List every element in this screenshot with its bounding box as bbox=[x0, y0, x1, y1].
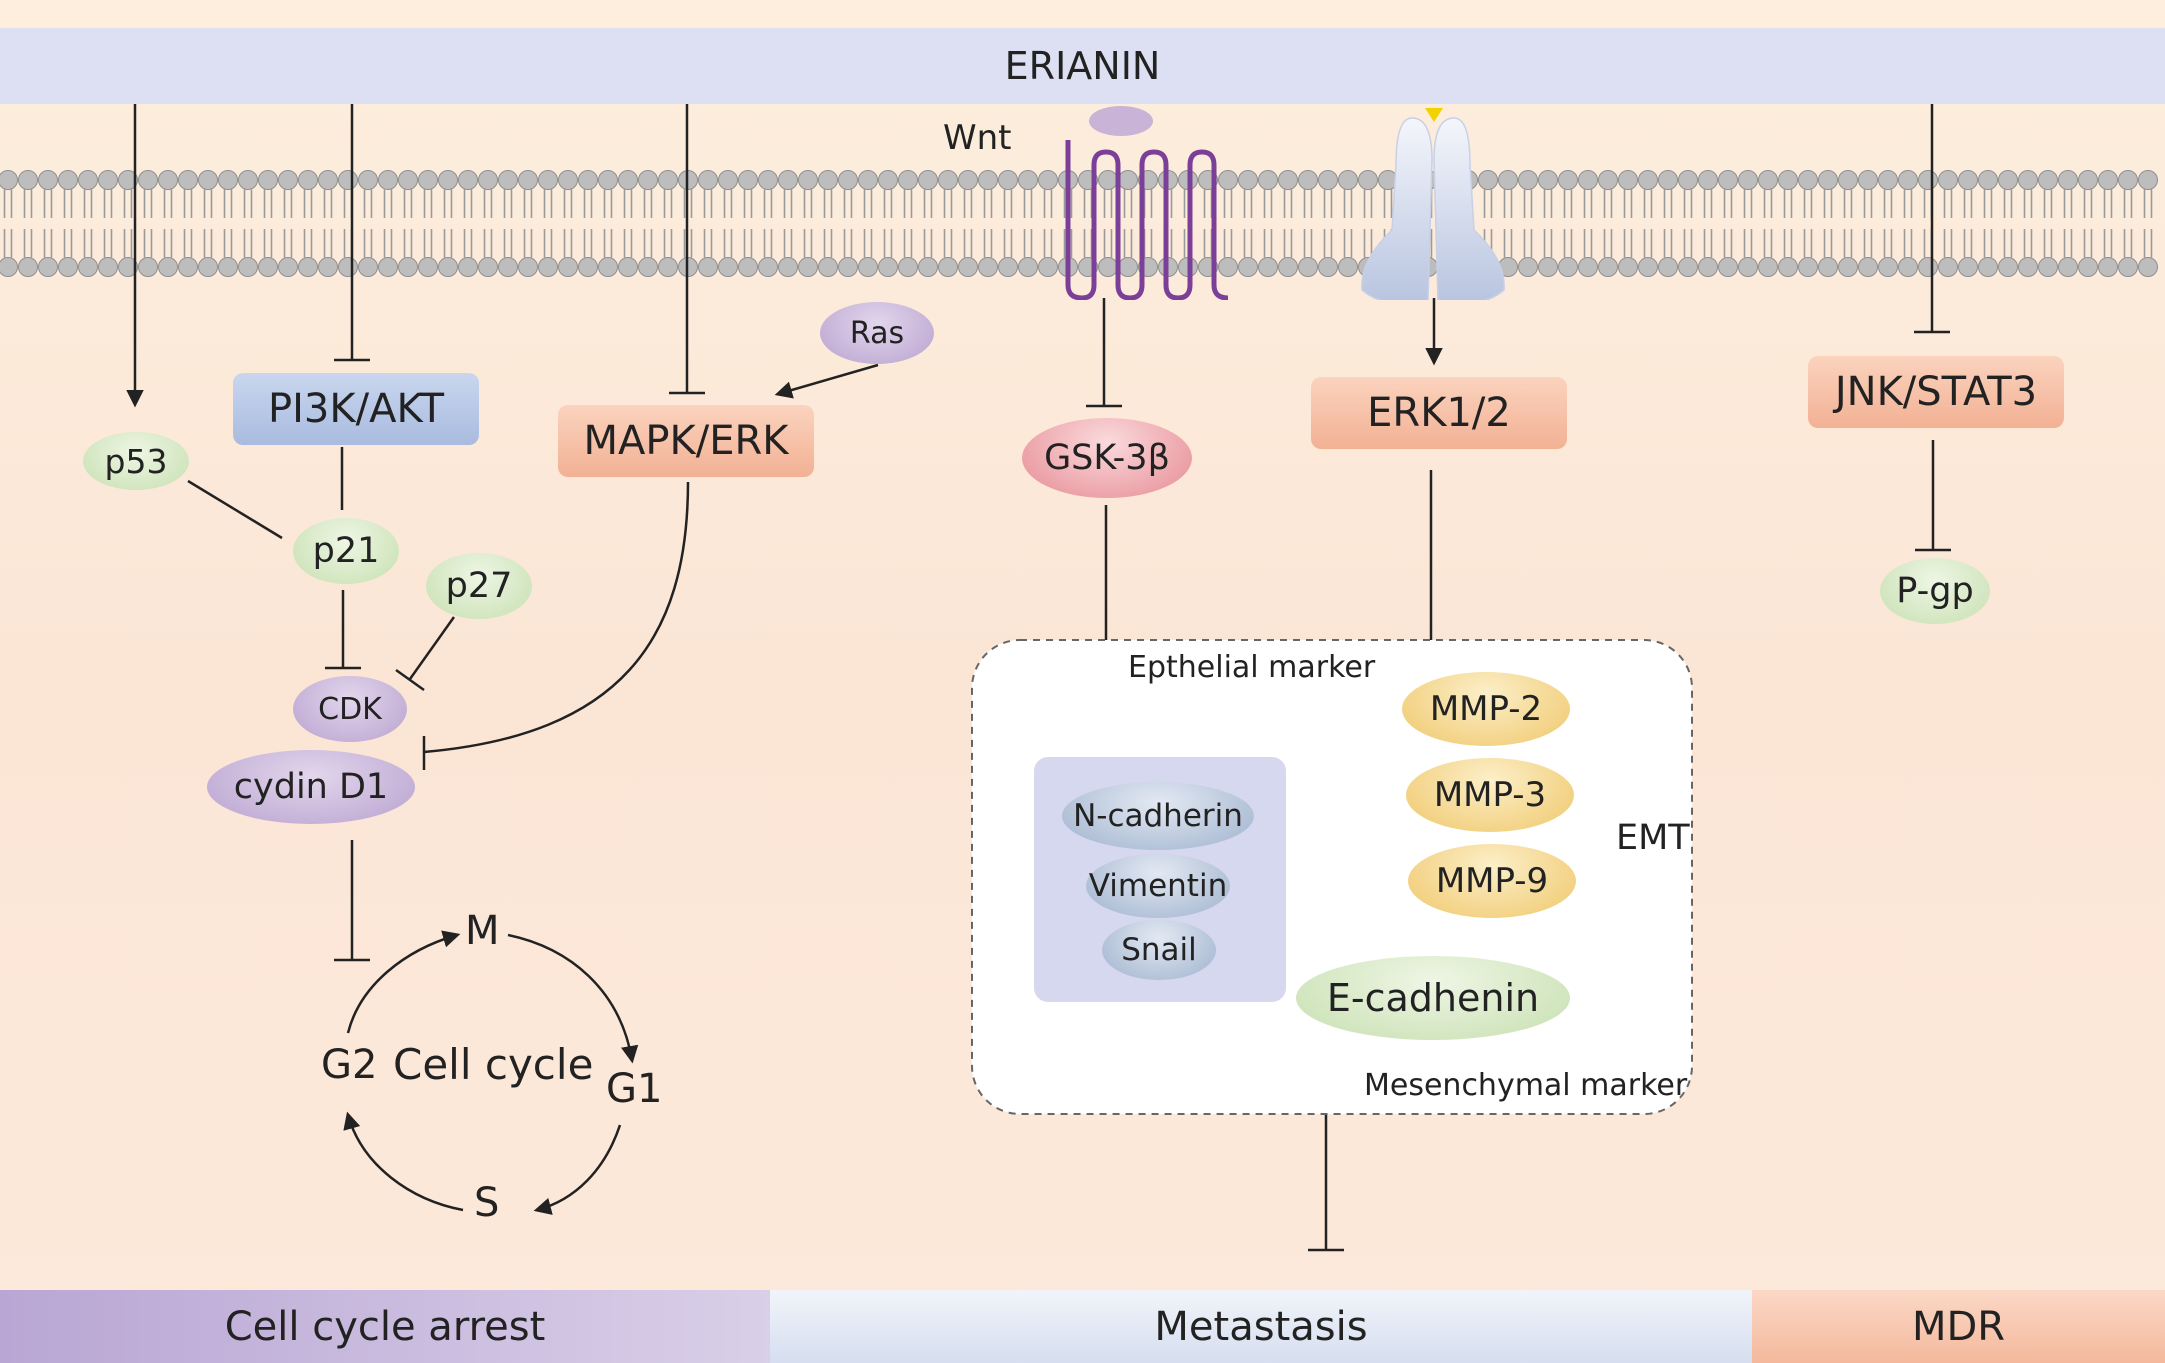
cycle-center-label: Cell cycle bbox=[393, 1040, 594, 1089]
mapk-to-cyclin-curve bbox=[423, 481, 690, 754]
cyclin-d1-node: cydin D1 bbox=[207, 750, 415, 824]
p53-node: p53 bbox=[83, 432, 189, 490]
cycle-arrow-g1-s bbox=[533, 1124, 622, 1215]
n-cadherin-node: N-cadherin bbox=[1062, 782, 1254, 850]
jnk-stat3-node: JNK/STAT3 bbox=[1808, 356, 2064, 428]
wnt-ligand bbox=[1089, 106, 1153, 136]
gsk-3b-node: GSK-3β bbox=[1022, 418, 1192, 498]
p27-cdk-inhibit-bar bbox=[395, 668, 425, 692]
cycle-arrow-s-g2 bbox=[343, 1111, 464, 1212]
cell-membrane bbox=[0, 106, 2158, 300]
cycle-arrow-m-g1 bbox=[507, 933, 639, 1064]
p53-to-p21-line bbox=[187, 479, 283, 540]
mmp-2-node: MMP-2 bbox=[1402, 672, 1570, 746]
erianin-bar: ERIANIN bbox=[0, 28, 2165, 104]
p27-node: p27 bbox=[426, 553, 532, 619]
channel-receptor-lobe bbox=[1361, 117, 1433, 300]
snail-node: Snail bbox=[1102, 920, 1216, 980]
wnt-label: Wnt bbox=[943, 118, 1012, 158]
wnt-receptor bbox=[1065, 149, 1229, 300]
pi3k-akt-node: PI3K/AKT bbox=[233, 373, 479, 445]
cycle-m-label: M bbox=[465, 908, 500, 954]
metastasis-band: Metastasis bbox=[770, 1290, 1752, 1363]
cycle-s-label: S bbox=[474, 1180, 500, 1226]
metastasis-label: Metastasis bbox=[1154, 1303, 1368, 1350]
channel-receptor-lobe bbox=[1433, 117, 1505, 300]
mmp-3-node: MMP-3 bbox=[1406, 758, 1574, 832]
mmp-9-node: MMP-9 bbox=[1408, 844, 1576, 918]
cycle-arrow-g2-m bbox=[346, 930, 461, 1034]
cycle-g1-label: G1 bbox=[606, 1066, 663, 1112]
emt-label: EMT bbox=[1616, 818, 1690, 858]
ras-to-mapk-arrow bbox=[774, 363, 879, 399]
p27-to-cdk-line bbox=[408, 616, 456, 680]
ras-node: Ras bbox=[820, 302, 934, 364]
mdr-label: MDR bbox=[1911, 1303, 2006, 1350]
p-gp-node: P-gp bbox=[1880, 558, 1990, 624]
vimentin-node: Vimentin bbox=[1086, 854, 1230, 918]
p21-node: p21 bbox=[293, 518, 399, 584]
cell-cycle-arrest-label: Cell cycle arrest bbox=[224, 1303, 546, 1350]
mdr-band: MDR bbox=[1752, 1290, 2165, 1363]
e-cadherin-node: E-cadhenin bbox=[1296, 956, 1570, 1040]
cycle-g2-label: G2 bbox=[321, 1042, 378, 1088]
epithelial-marker-label: Epthelial marker bbox=[1128, 650, 1376, 685]
erianin-label: ERIANIN bbox=[1004, 44, 1161, 88]
erk1-2-node: ERK1/2 bbox=[1311, 377, 1567, 449]
ligand-marker bbox=[1425, 108, 1443, 122]
mesenchymal-marker-label: Mesenchymal marker bbox=[1364, 1068, 1688, 1103]
mapk-erk-node: MAPK/ERK bbox=[558, 405, 814, 477]
cell-cycle-arrest-band: Cell cycle arrest bbox=[0, 1290, 770, 1363]
cdk-node: CDK bbox=[293, 676, 407, 742]
